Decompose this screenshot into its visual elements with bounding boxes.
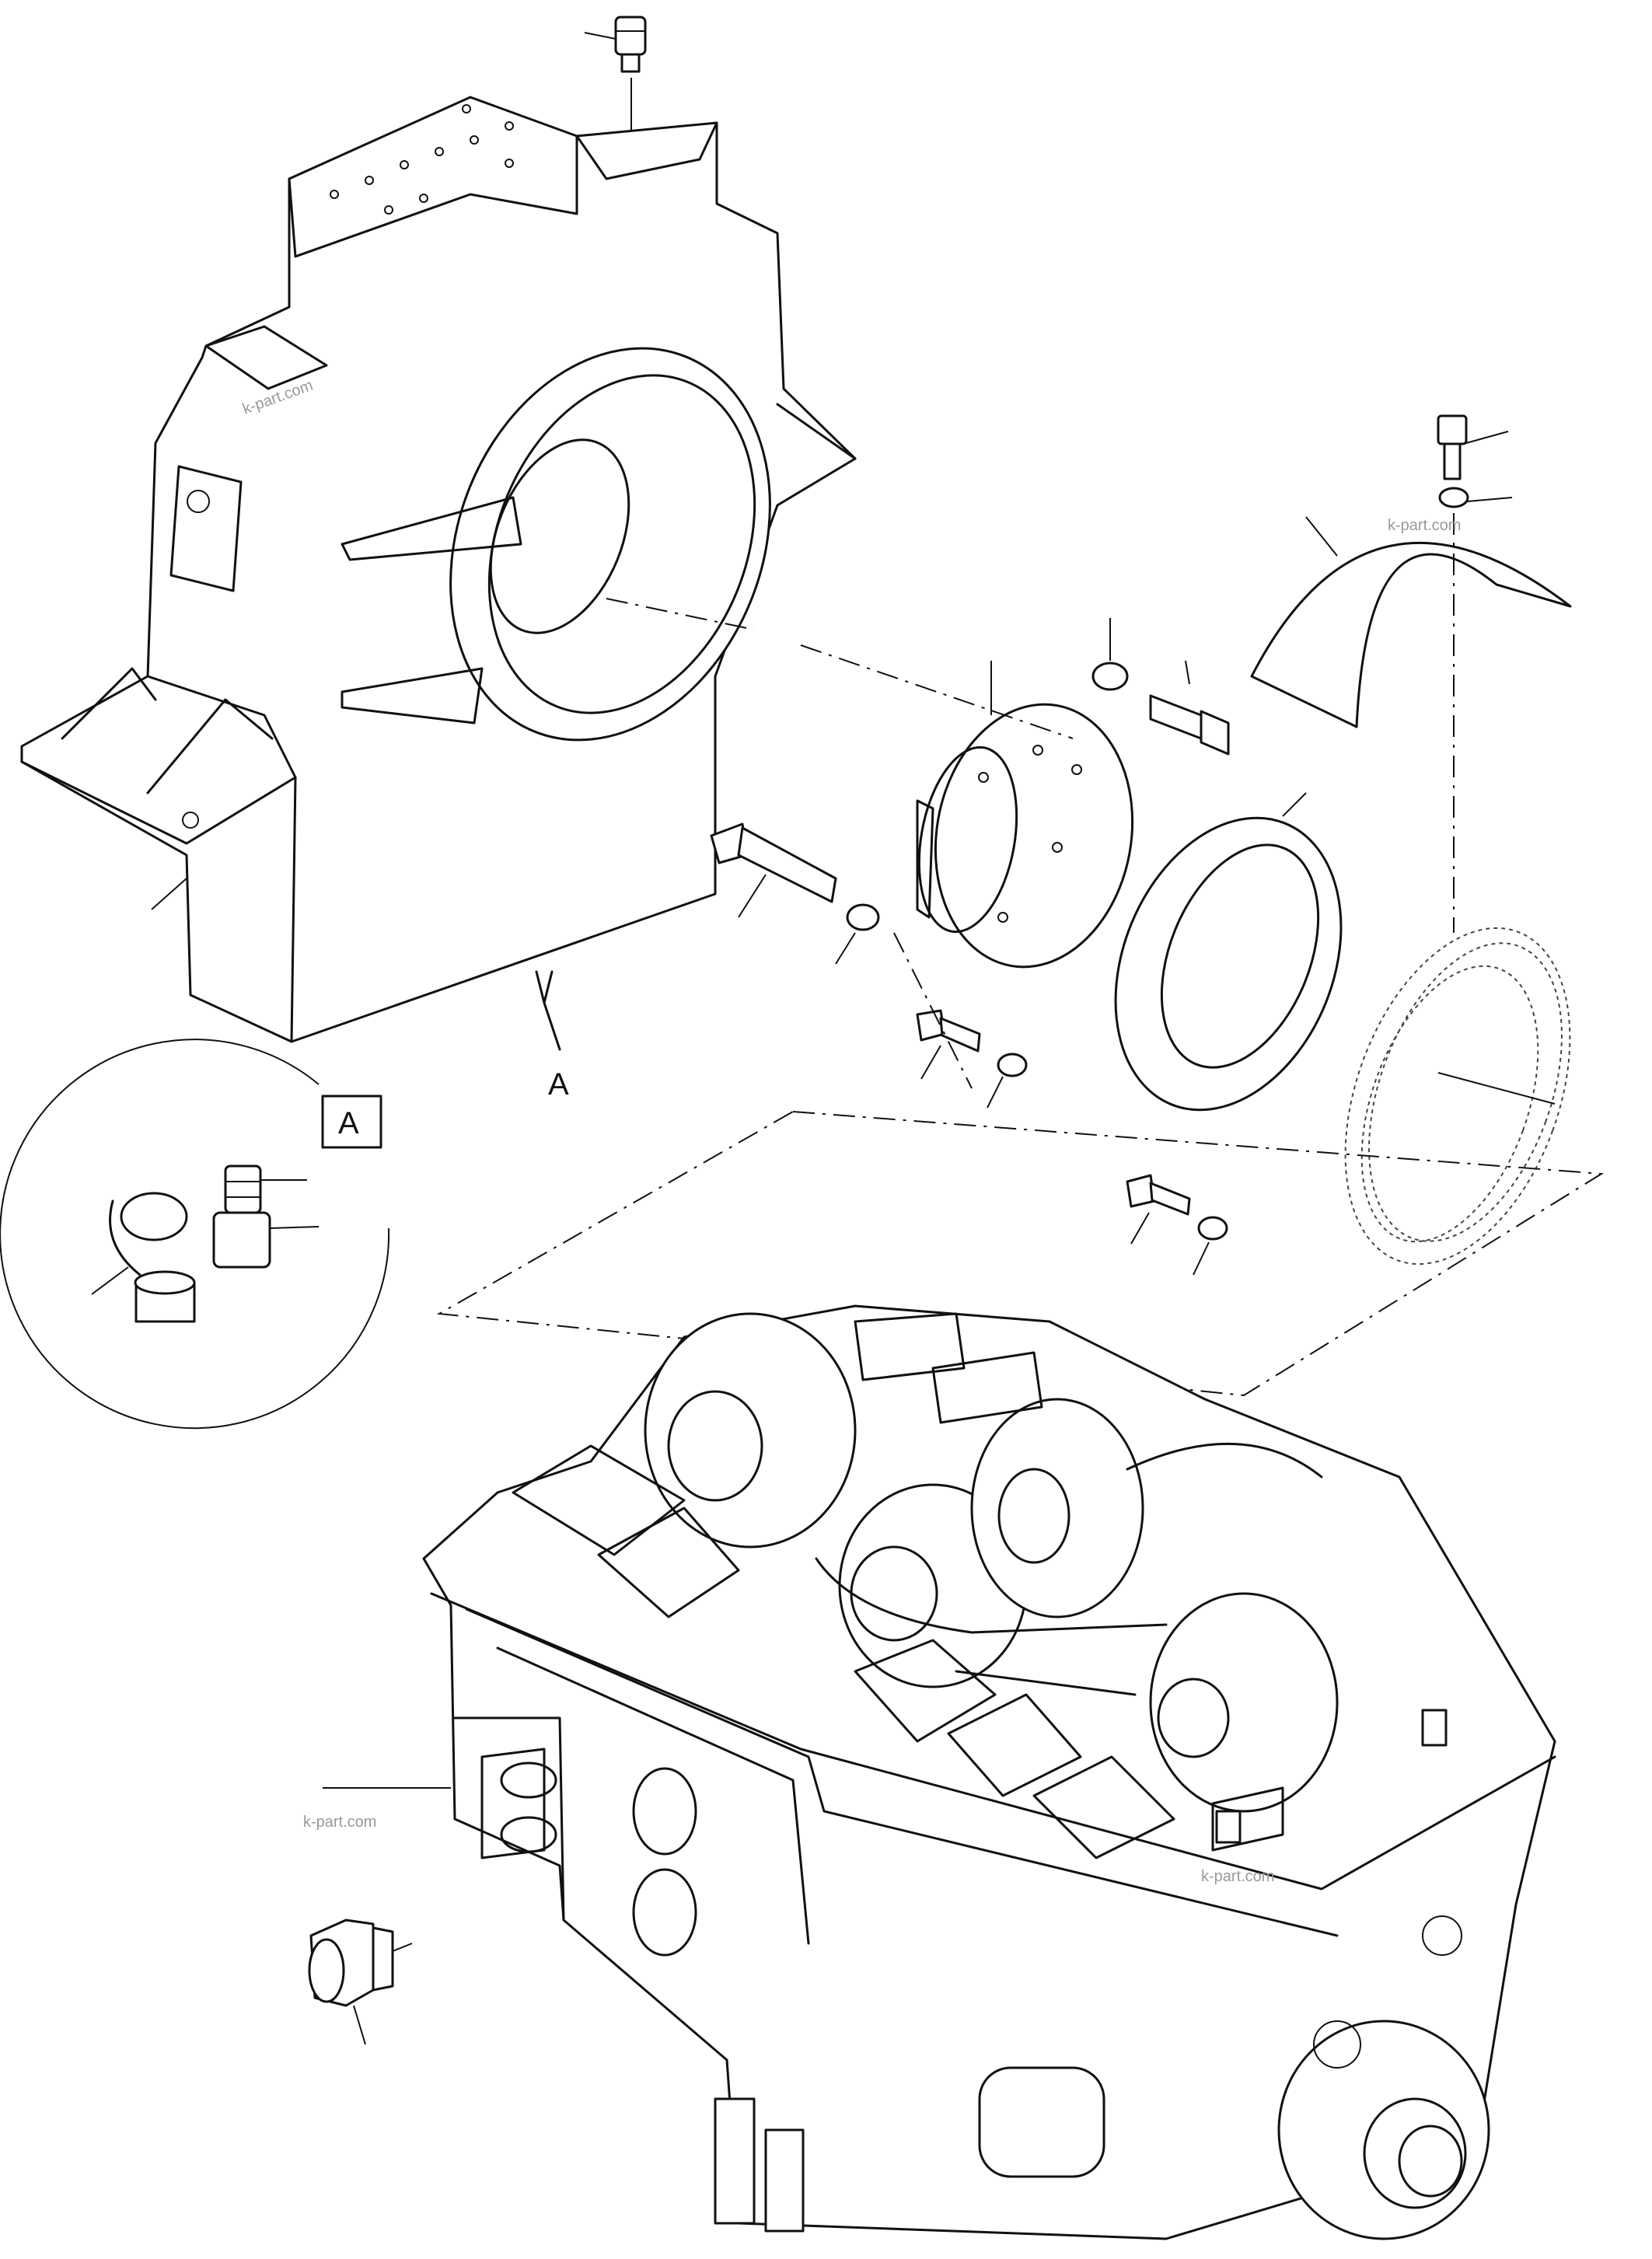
detail-a: A	[0, 1039, 390, 1430]
detail-a-label: A	[338, 1106, 359, 1140]
watermark-3: k-part.com	[1201, 1868, 1274, 1885]
adapter-ring	[1114, 792, 1343, 1112]
sensor-fitting	[308, 1919, 413, 2045]
detail-a-box	[321, 1095, 382, 1149]
view-arrow-a: A	[535, 970, 569, 1102]
coupling-hub	[800, 644, 1134, 969]
cover-plate: k-part.com	[1250, 414, 1572, 933]
coupling-top-fasteners	[1091, 618, 1230, 756]
watermark-2: k-part.com	[303, 1814, 376, 1831]
engine-assembly: k-part.com	[422, 1304, 1556, 2240]
view-arrow-label: A	[548, 1067, 569, 1102]
top-plug	[584, 16, 647, 148]
watermark-1: k-part.com	[1388, 517, 1461, 534]
phantom-flywheel-ring	[1344, 927, 1571, 1266]
flywheel-housing	[20, 96, 857, 1043]
assembly-outline	[436, 1110, 1605, 1397]
small-bolts	[916, 1009, 1228, 1276]
long-bolt	[710, 822, 880, 965]
